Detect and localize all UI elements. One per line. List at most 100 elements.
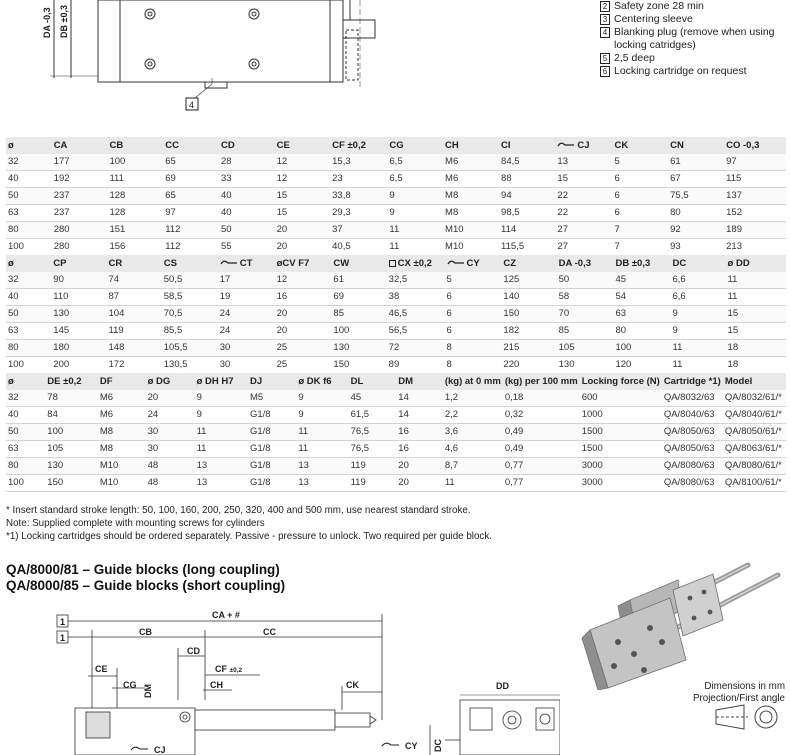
- table-cell: 200: [51, 356, 107, 374]
- dim-db-label: DB ±0,3: [59, 5, 69, 38]
- table-cell: 23: [330, 170, 388, 188]
- column-header: CW: [331, 255, 387, 272]
- column-header-label: CF ±0,2: [332, 140, 366, 151]
- table-cell: 22: [555, 187, 613, 205]
- column-header-label: Model: [724, 376, 753, 387]
- table-cell: 15: [555, 170, 613, 188]
- column-header: CK: [612, 137, 669, 154]
- column-header: Cartridge *1): [661, 373, 723, 390]
- column-header: DL: [348, 373, 397, 390]
- table-cell: 14: [396, 390, 443, 407]
- table-cell: 105: [556, 339, 614, 357]
- table-cell: 100: [6, 356, 52, 374]
- table-cell: 50: [6, 187, 52, 205]
- table-cell: 50: [218, 221, 275, 239]
- column-header-label: (kg) at 0 mm: [444, 376, 501, 387]
- column-header-label: ø: [8, 140, 14, 151]
- table-cell: 280: [51, 221, 108, 239]
- table-cell: 32: [6, 390, 46, 407]
- table-cell: 182: [501, 322, 557, 340]
- column-header: CD: [218, 137, 275, 154]
- legend-text: Blanking plug (remove when using locking…: [614, 26, 775, 51]
- table-cell: 189: [724, 221, 786, 239]
- dim-da-label: DA -0,3: [42, 7, 52, 38]
- legend-text: Safety zone 28 min: [614, 0, 704, 12]
- column-header: ø DG: [145, 373, 195, 390]
- column-header: ø: [6, 137, 52, 154]
- table-cell: 11: [670, 356, 726, 374]
- table-cell: 54: [613, 288, 671, 306]
- column-header: DJ: [247, 373, 297, 390]
- label-cb: CB: [139, 627, 152, 637]
- table-cell: 1500: [579, 423, 662, 441]
- table-cell: 40: [218, 187, 275, 205]
- table-cell: 145: [51, 322, 107, 340]
- table-cell: 11: [387, 221, 444, 239]
- label-dm: DM: [143, 684, 153, 698]
- label-ca: CA + #: [212, 610, 240, 620]
- label-ck: CK: [346, 680, 359, 690]
- table-cell: QA/8080/63: [661, 474, 723, 492]
- table-cell: 15,3: [330, 154, 388, 171]
- table-cell: 97: [724, 154, 786, 171]
- table-cell: 9: [670, 322, 726, 340]
- legend-number: 6: [600, 66, 610, 77]
- column-header-label: DE ±0,2: [47, 376, 82, 387]
- column-header: Model: [722, 373, 786, 390]
- table-cell: 237: [51, 187, 108, 205]
- table-cell: 13: [194, 457, 248, 475]
- table-cell: 88: [499, 170, 556, 188]
- table-cell: 20: [274, 305, 332, 323]
- column-header: Locking force (N): [579, 373, 662, 390]
- table-cell: 125: [501, 272, 557, 289]
- table-cell: 30: [217, 356, 275, 374]
- table-cell: 130: [556, 356, 614, 374]
- table-cell: M10: [443, 238, 500, 256]
- table-cell: 27: [555, 238, 613, 256]
- table-cell: 46,5: [386, 305, 445, 323]
- table-cell: 20: [396, 474, 443, 492]
- table-cell: QA/8050/63: [661, 423, 723, 441]
- column-header: CT: [217, 255, 275, 272]
- title-long-coupling: QA/8000/81 – Guide blocks (long coupling…: [6, 562, 280, 577]
- table-cell: 177: [51, 154, 108, 171]
- table-cell: 25: [274, 356, 332, 374]
- table-cell: QA/8040/61/*: [722, 406, 786, 424]
- legend-number: 4: [600, 27, 610, 38]
- table-cell: 20: [396, 457, 443, 475]
- table-cell: 13: [194, 474, 248, 492]
- column-header: DB ±0,3: [613, 255, 671, 272]
- wrench-icon: [446, 260, 464, 265]
- column-header-label: CN: [670, 140, 684, 151]
- column-header-label: ø: [8, 258, 14, 269]
- table-cell: 15: [274, 187, 331, 205]
- table-cell: 130: [51, 305, 107, 323]
- table-cell: 100: [107, 154, 164, 171]
- table-cell: 85: [556, 322, 614, 340]
- column-header: CX ±0,2: [386, 255, 445, 272]
- box-1-b: 1: [60, 633, 65, 643]
- column-header-label: DM: [398, 376, 414, 387]
- column-header-label: CS: [163, 258, 177, 269]
- table-cell: 115: [724, 170, 786, 188]
- table-cell: 22: [555, 204, 613, 222]
- table-cell: 6,5: [387, 154, 444, 171]
- table-cell: 30: [145, 440, 195, 458]
- table-cell: 80: [6, 457, 46, 475]
- table-cell: 11: [387, 238, 444, 256]
- table-cell: 19: [217, 288, 275, 306]
- table-cell: 65: [163, 154, 219, 171]
- table-cell: 150: [331, 356, 387, 374]
- table-cell: 32: [6, 272, 52, 289]
- table-cell: 80: [6, 221, 52, 239]
- table-cell: 87: [106, 288, 162, 306]
- column-header: DM: [396, 373, 443, 390]
- legend-item: 4 Blanking plug (remove when using lockin…: [600, 26, 790, 52]
- column-header: ø DD: [725, 255, 786, 272]
- table-cell: 105,5: [161, 339, 218, 357]
- column-header-label: CE: [276, 140, 290, 151]
